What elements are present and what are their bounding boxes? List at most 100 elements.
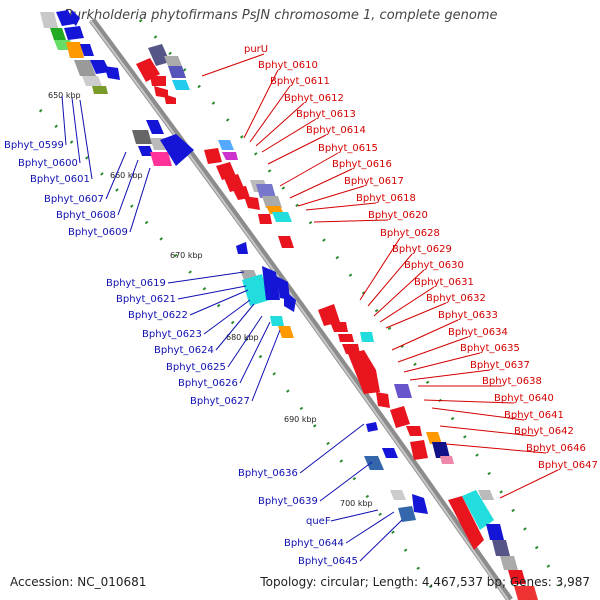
gene-label-forward[interactable]: Bphyt_0618 [356, 193, 416, 204]
gene-feature[interactable] [382, 448, 398, 458]
gene-feature[interactable] [270, 316, 284, 326]
gene-feature[interactable] [82, 76, 102, 86]
gene-label-reverse[interactable]: Bphyt_0625 [166, 362, 226, 373]
gene-feature[interactable] [272, 212, 292, 222]
gene-label-forward[interactable]: Bphyt_0612 [284, 93, 344, 104]
gene-label-reverse[interactable]: Bphyt_0624 [154, 345, 214, 356]
gene-label-reverse[interactable]: Bphyt_0621 [116, 294, 176, 305]
gene-feature[interactable] [204, 148, 222, 164]
gene-feature[interactable] [90, 60, 110, 74]
gene-label-reverse[interactable]: Bphyt_0600 [18, 158, 78, 169]
gene-label-forward[interactable]: Bphyt_0634 [448, 327, 508, 338]
gene-feature[interactable] [278, 326, 294, 338]
gene-label-reverse[interactable]: Bphyt_0599 [4, 140, 64, 151]
gene-label-forward[interactable]: Bphyt_0629 [392, 244, 452, 255]
gene-label-reverse[interactable]: Bphyt_0626 [178, 378, 238, 389]
gene-feature[interactable] [222, 152, 238, 160]
gene-feature[interactable] [478, 490, 494, 500]
gene-feature[interactable] [244, 196, 260, 210]
gene-feature[interactable] [218, 140, 234, 150]
gene-feature[interactable] [486, 524, 504, 540]
gene-feature[interactable] [338, 334, 354, 342]
gene-feature[interactable] [360, 332, 374, 342]
gene-feature[interactable] [80, 44, 94, 56]
gene-feature[interactable] [262, 196, 282, 208]
gene-feature[interactable] [390, 490, 406, 500]
gene-label-forward[interactable]: Bphyt_0632 [426, 293, 486, 304]
gene-label-reverse[interactable]: Bphyt_0639 [258, 496, 318, 507]
gene-feature[interactable] [150, 152, 172, 166]
gene-label-forward[interactable]: Bphyt_0628 [380, 228, 440, 239]
gene-feature[interactable] [390, 406, 410, 428]
gene-label-reverse[interactable]: Bphyt_0636 [238, 468, 298, 479]
gene-label-reverse[interactable]: queF [306, 516, 331, 527]
gene-label-reverse[interactable]: Bphyt_0627 [190, 396, 250, 407]
gene-feature[interactable] [492, 540, 510, 556]
gene-label-forward[interactable]: Bphyt_0638 [482, 376, 542, 387]
gene-label-forward[interactable]: Bphyt_0613 [296, 109, 356, 120]
gene-label-forward[interactable]: Bphyt_0641 [504, 410, 564, 421]
gene-feature[interactable] [284, 290, 296, 312]
gene-feature[interactable] [50, 28, 66, 40]
gene-feature[interactable] [216, 162, 236, 180]
gene-label-reverse[interactable]: Bphyt_0622 [128, 310, 188, 321]
gene-label-reverse[interactable]: Bphyt_0608 [56, 210, 116, 221]
gene-feature[interactable] [342, 344, 360, 354]
gene-feature[interactable] [432, 442, 450, 458]
gene-label-forward[interactable]: Bphyt_0615 [318, 143, 378, 154]
gene-label-forward[interactable]: Bphyt_0633 [438, 310, 498, 321]
gene-feature[interactable] [398, 506, 416, 522]
gene-label-forward[interactable]: Bphyt_0640 [494, 393, 554, 404]
gene-label-forward[interactable]: Bphyt_0614 [306, 125, 366, 136]
gene-label-forward[interactable]: Bphyt_0611 [270, 76, 330, 87]
gene-feature[interactable] [514, 586, 538, 600]
gene-feature[interactable] [376, 392, 390, 408]
gene-feature[interactable] [278, 236, 294, 248]
gene-feature[interactable] [242, 274, 270, 306]
gene-label-reverse[interactable]: Bphyt_0623 [142, 329, 202, 340]
gene-feature[interactable] [394, 384, 412, 398]
gene-label-forward[interactable]: purU [244, 44, 268, 55]
gene-feature[interactable] [104, 66, 120, 80]
gene-label-forward[interactable]: Bphyt_0631 [414, 277, 474, 288]
gene-feature[interactable] [172, 80, 190, 90]
gene-feature[interactable] [462, 490, 494, 530]
gene-feature[interactable] [448, 496, 484, 550]
gene-label-reverse[interactable]: Bphyt_0607 [44, 194, 104, 205]
gene-feature[interactable] [348, 350, 380, 394]
gene-label-reverse[interactable]: Bphyt_0609 [68, 227, 128, 238]
gene-feature[interactable] [262, 266, 280, 300]
gene-feature[interactable] [146, 120, 164, 134]
gene-feature[interactable] [148, 44, 170, 66]
gene-label-forward[interactable]: Bphyt_0630 [404, 260, 464, 271]
gene-feature[interactable] [318, 304, 340, 326]
gene-label-forward[interactable]: Bphyt_0620 [368, 210, 428, 221]
gene-label-forward[interactable]: Bphyt_0617 [344, 176, 404, 187]
gene-feature[interactable] [70, 10, 80, 26]
gene-feature[interactable] [508, 570, 526, 584]
gene-feature[interactable] [168, 66, 186, 78]
gene-feature[interactable] [258, 214, 272, 224]
gene-feature[interactable] [410, 440, 428, 460]
gene-label-forward[interactable]: Bphyt_0635 [460, 343, 520, 354]
gene-label-reverse[interactable]: Bphyt_0645 [298, 556, 358, 567]
gene-feature[interactable] [64, 26, 84, 40]
gene-feature[interactable] [160, 134, 194, 166]
gene-feature[interactable] [500, 556, 518, 570]
gene-feature[interactable] [426, 432, 442, 444]
gene-label-forward[interactable]: Bphyt_0647 [538, 460, 598, 471]
gene-label-forward[interactable]: Bphyt_0646 [526, 443, 586, 454]
gene-feature[interactable] [366, 422, 378, 432]
gene-feature[interactable] [164, 56, 182, 66]
gene-label-forward[interactable]: Bphyt_0642 [514, 426, 574, 437]
gene-label-reverse[interactable]: Bphyt_0644 [284, 538, 344, 549]
gene-feature[interactable] [56, 10, 74, 26]
gene-feature[interactable] [40, 12, 58, 28]
gene-feature[interactable] [150, 76, 166, 86]
gene-feature[interactable] [406, 426, 422, 436]
gene-feature[interactable] [66, 42, 84, 58]
gene-feature[interactable] [412, 494, 428, 514]
gene-label-forward[interactable]: Bphyt_0637 [470, 360, 530, 371]
gene-feature[interactable] [92, 86, 108, 94]
gene-feature[interactable] [132, 130, 152, 144]
